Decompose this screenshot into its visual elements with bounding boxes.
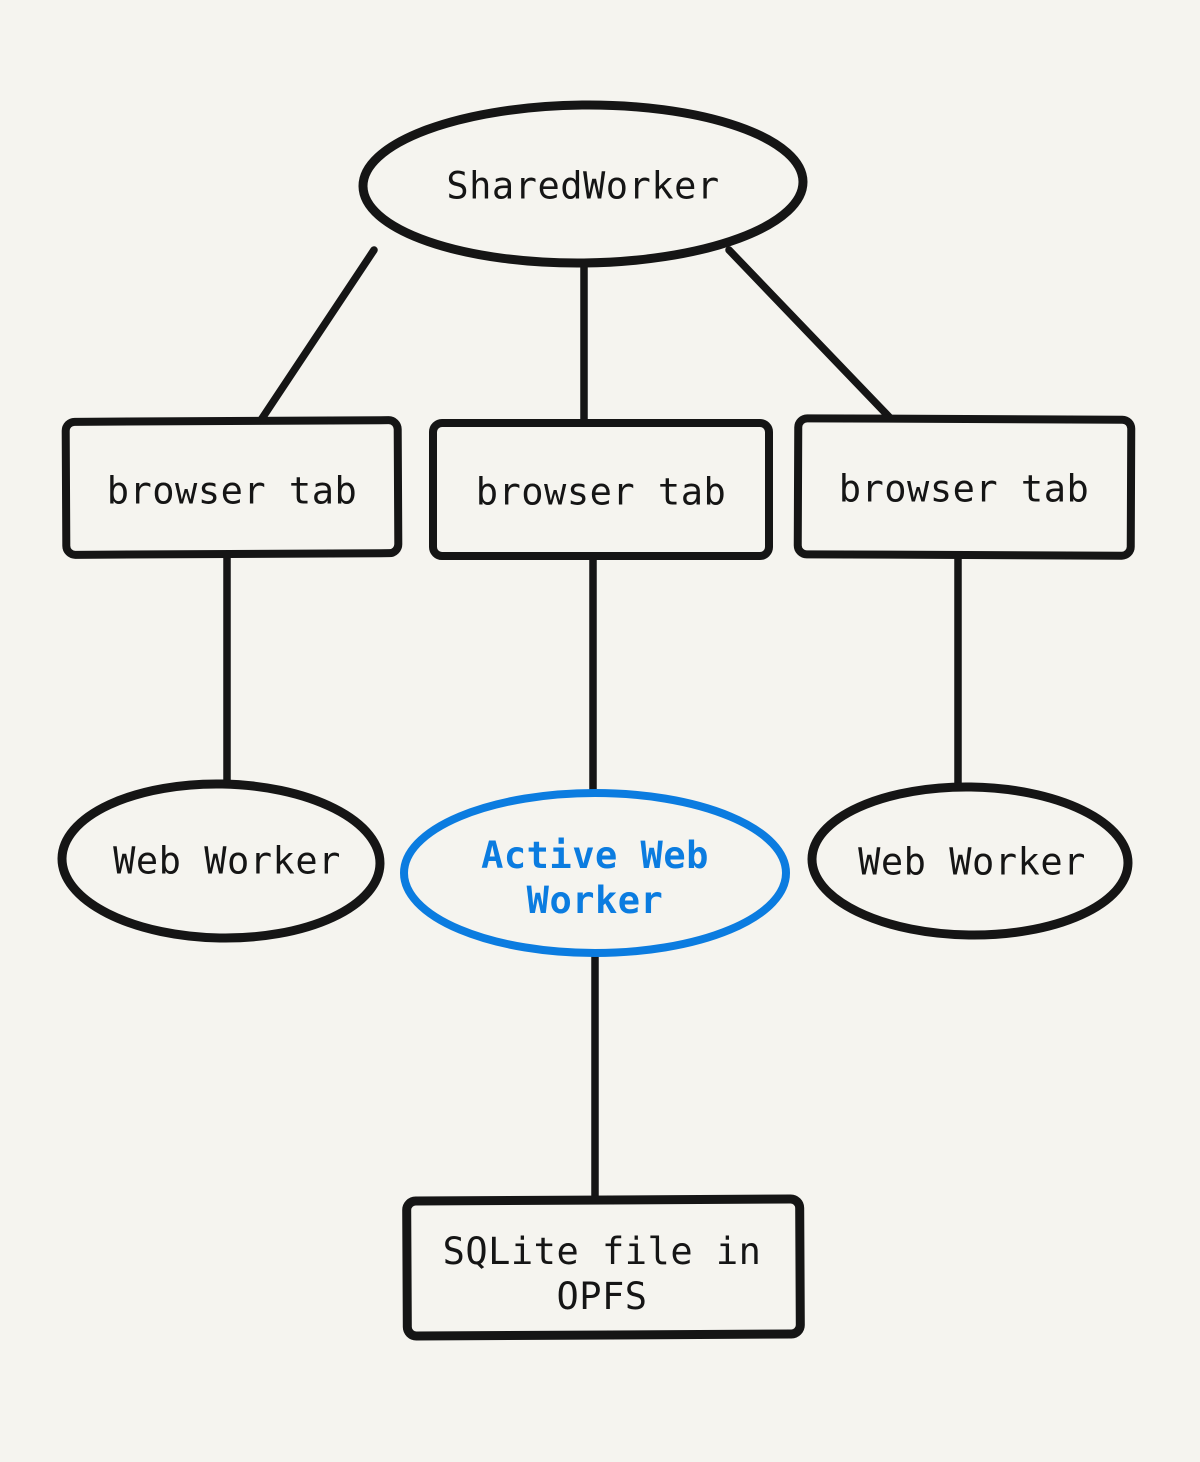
shared-worker-node: [358, 100, 808, 268]
web-worker-left-node: [57, 779, 385, 943]
browser-tab-right-label: browser tab: [838, 467, 1090, 511]
browser-tab-left-label: browser tab: [106, 469, 358, 513]
sqlite-file-node: [402, 1194, 805, 1341]
web-worker-right-node: [807, 782, 1133, 940]
browser-tab-center-label: browser tab: [475, 470, 727, 514]
browser-tab-right-node: [793, 414, 1136, 560]
active-web-worker-node: [400, 789, 790, 957]
active-web-worker-label: Active Web Worker: [481, 833, 709, 922]
browser-tab-left-node: [61, 416, 403, 559]
sqlite-file-label: SQLite file in OPFS: [442, 1229, 762, 1318]
web-worker-left-label: Web Worker: [113, 839, 341, 883]
nodes-group: [57, 100, 1136, 1341]
edge-sharedworker-tab-right: [725, 246, 898, 426]
browser-tab-center-node: [429, 419, 773, 560]
edge-sharedworker-tab-left: [255, 246, 378, 427]
edges-group: [223, 246, 962, 1206]
web-worker-right-label: Web Worker: [858, 840, 1086, 884]
shared-worker-label: SharedWorker: [446, 164, 720, 208]
